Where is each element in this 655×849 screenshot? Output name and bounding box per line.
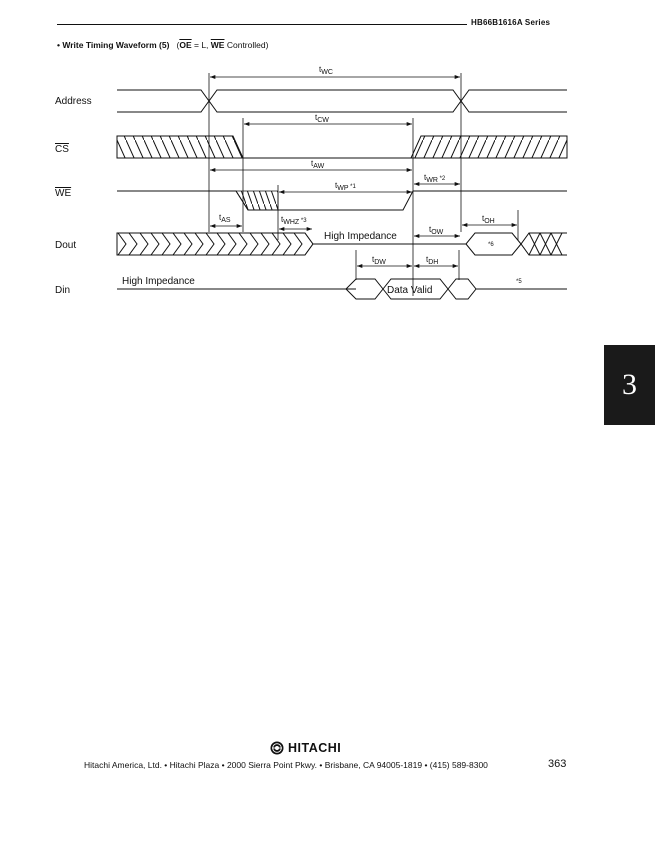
footer-address: Hitachi America, Ltd. • Hitachi Plaza • … (84, 760, 488, 770)
signal-label-we: WE (55, 188, 72, 199)
note5-label: *5 (516, 279, 522, 285)
oe-signal: OE (179, 40, 192, 50)
signal-label-din: Din (55, 285, 71, 296)
dout-high-impedance: High Impedance (324, 231, 397, 242)
label-twc: tWC (319, 65, 333, 76)
signal-label-dout: Dout (55, 240, 77, 251)
label-twhz: tWHZ *3 (281, 215, 307, 226)
din-high-impedance: High Impedance (122, 276, 195, 287)
section-title: Write Timing Waveform (5) (62, 40, 170, 50)
note6-label: *6 (488, 242, 494, 248)
label-twp: tWP *1 (335, 181, 357, 192)
we-signal: WE (210, 40, 225, 50)
label-toh: tOH (482, 214, 495, 225)
timing-diagram: tWC tCW tAW tWR *2 tWP *1 tAS tWHZ *3 tO… (116, 65, 568, 300)
bullet: • (57, 40, 60, 50)
label-tdh: tDH (426, 255, 438, 266)
page-number: 363 (548, 758, 567, 770)
signal-label-cs: CS (55, 144, 69, 155)
section-heading: • Write Timing Waveform (5) (OE = L, WE … (57, 40, 268, 50)
section-tab: 3 (604, 345, 655, 425)
condition-mid: = L, (191, 40, 211, 50)
hitachi-logo-icon (270, 741, 284, 755)
label-twr: tWR *2 (424, 173, 446, 184)
label-tdw: tDW (372, 255, 386, 266)
hitachi-logo: HITACHI (270, 741, 341, 755)
label-tow: tOW (429, 225, 444, 236)
logo-text: HITACHI (288, 741, 342, 755)
condition-close: Controlled) (224, 40, 269, 50)
series-title: HB66B1616A Series (471, 18, 551, 27)
signal-label-address: Address (55, 96, 92, 107)
header-rule (57, 24, 467, 25)
label-tas: tAS (219, 213, 231, 224)
data-valid-label: Data Valid (387, 285, 432, 296)
condition-open: ( (176, 40, 180, 50)
label-tcw: tCW (315, 113, 329, 124)
label-taw: tAW (311, 159, 325, 170)
